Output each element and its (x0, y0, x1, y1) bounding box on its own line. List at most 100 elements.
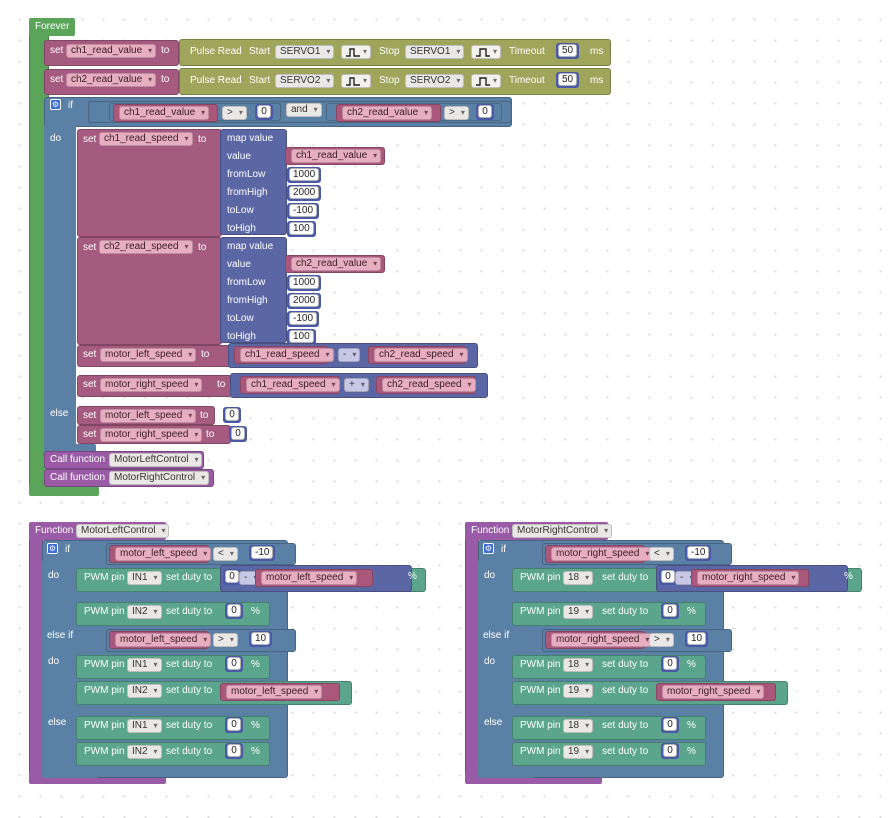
right-operand[interactable]: ch2_read_speed (374, 348, 468, 362)
falling-edge-dropdown[interactable] (341, 74, 371, 88)
falling-edge-dropdown[interactable] (341, 45, 371, 59)
variable-dropdown[interactable]: ch2_read_speed (99, 240, 193, 254)
zero-value-block[interactable]: 0 (225, 603, 243, 619)
duty-var[interactable]: motor_right_speed (662, 685, 765, 699)
zero-value-block[interactable]: 0 (661, 656, 679, 672)
compare-var-block[interactable]: motor_right_speed (545, 631, 654, 649)
timeout-value-block[interactable]: 50 (556, 72, 580, 88)
fromLow-value-block[interactable]: 1000 (287, 275, 322, 291)
variable-dropdown[interactable]: motor_left_speed (100, 348, 197, 362)
function-name-field[interactable]: MotorRightControl (512, 524, 613, 538)
zero-value-block[interactable]: 0 (659, 569, 677, 585)
fromLow-value[interactable]: 1000 (289, 168, 320, 181)
fromHigh-value-block[interactable]: 2000 (287, 185, 322, 201)
compare-var[interactable]: motor_right_speed (551, 547, 654, 561)
duty-var-block[interactable]: motor_left_speed (220, 683, 340, 701)
toHigh-value-block[interactable]: 100 (287, 329, 316, 345)
variable-dropdown[interactable]: motor_right_speed (100, 378, 203, 392)
toLow-value[interactable]: -100 (289, 204, 318, 217)
pwm-pin-dropdown[interactable]: IN1 (127, 571, 162, 585)
map-source-block[interactable]: ch1_read_value (285, 147, 385, 165)
function-name-field[interactable]: MotorLeftControl (76, 524, 170, 538)
right-number-block[interactable]: 0 (476, 104, 494, 120)
pulse-read-block[interactable] (179, 39, 611, 66)
gear-icon[interactable]: ⚙ (483, 543, 494, 554)
pwm-pin-dropdown[interactable]: 19 (563, 745, 594, 759)
compare-var-block[interactable]: motor_left_speed (109, 631, 212, 649)
fromHigh-value[interactable]: 2000 (289, 186, 320, 199)
threshold-block[interactable]: 10 (685, 631, 709, 647)
zero-value-block[interactable]: 0 (225, 743, 243, 759)
zero-value-block[interactable]: 0 (223, 407, 241, 423)
right-number[interactable]: 0 (478, 105, 492, 118)
right-variable[interactable]: ch2_read_value (342, 106, 433, 120)
fromHigh-value-block[interactable]: 2000 (287, 293, 322, 309)
pwm-pin-dropdown[interactable]: 18 (563, 719, 594, 733)
stop-pin-dropdown[interactable]: SERVO1 (405, 45, 465, 59)
and-dropdown[interactable]: and (286, 103, 322, 117)
fromLow-value[interactable]: 1000 (289, 276, 320, 289)
variable-dropdown[interactable]: ch1_read_speed (99, 132, 193, 146)
pwm-pin-dropdown[interactable]: IN1 (127, 719, 162, 733)
left-operand[interactable]: ch1_read_speed (240, 348, 334, 362)
pwm-pin-dropdown[interactable]: IN2 (127, 605, 162, 619)
pulse-read-block[interactable] (179, 68, 611, 95)
left-number-block[interactable]: 0 (255, 104, 273, 120)
variable-dropdown[interactable]: ch1_read_value (66, 44, 157, 58)
gear-icon[interactable]: ⚙ (50, 99, 61, 110)
arithmetic-operator-dropdown[interactable]: + (344, 378, 369, 392)
toHigh-value-block[interactable]: 100 (287, 221, 316, 237)
zero-value-block[interactable]: 0 (661, 603, 679, 619)
function-left-block[interactable] (29, 522, 43, 784)
start-pin-dropdown[interactable]: SERVO1 (275, 45, 335, 59)
zero-value[interactable]: 0 (663, 744, 677, 757)
right-operand-block[interactable]: ch2_read_speed (368, 346, 468, 364)
subtract-var-block[interactable]: motor_right_speed (691, 569, 809, 587)
pwm-pin-dropdown[interactable]: IN2 (127, 684, 162, 698)
variable-dropdown[interactable]: motor_left_speed (100, 409, 197, 423)
compare-var-block[interactable]: motor_right_speed (545, 545, 654, 563)
right-operand-block[interactable]: ch2_read_speed (376, 376, 476, 394)
function-right-block[interactable] (465, 522, 479, 784)
right-variable-block[interactable]: ch2_read_value (336, 104, 441, 122)
compare-var-block[interactable]: motor_left_speed (109, 545, 212, 563)
zero-value-block[interactable]: 0 (225, 717, 243, 733)
map-source[interactable]: ch1_read_value (291, 149, 382, 163)
left-operand-block[interactable]: ch1_read_speed (240, 376, 340, 394)
map-value-block[interactable] (220, 129, 287, 235)
threshold[interactable]: 10 (687, 632, 707, 645)
pwm-pin-dropdown[interactable]: IN1 (127, 658, 162, 672)
zero-value-block[interactable]: 0 (229, 426, 247, 442)
timeout-value[interactable]: 50 (558, 44, 578, 57)
zero-value-block[interactable]: 0 (225, 656, 243, 672)
timeout-value-block[interactable]: 50 (556, 43, 580, 59)
zero-value[interactable]: 0 (663, 604, 677, 617)
subtract-var-block[interactable]: motor_left_speed (255, 569, 373, 587)
rising-edge-dropdown[interactable] (471, 74, 501, 88)
operator-dropdown[interactable]: < (213, 547, 238, 561)
zero-value[interactable]: 0 (227, 718, 241, 731)
set-ch1-read-speed-block[interactable] (77, 129, 222, 237)
subtract-var[interactable]: motor_right_speed (697, 571, 800, 585)
toHigh-value[interactable]: 100 (289, 330, 314, 343)
zero-value[interactable]: 0 (661, 570, 675, 583)
left-operand-block[interactable]: ch1_read_speed (234, 346, 334, 364)
pwm-pin-dropdown[interactable]: 18 (563, 658, 594, 672)
threshold-block[interactable]: -10 (249, 545, 276, 561)
toHigh-value[interactable]: 100 (289, 222, 314, 235)
pwm-pin-dropdown[interactable]: 19 (563, 605, 594, 619)
zero-value[interactable]: 0 (663, 657, 677, 670)
left-variable[interactable]: ch1_read_value (119, 106, 210, 120)
stop-pin-dropdown[interactable]: SERVO2 (405, 74, 465, 88)
threshold-block[interactable]: 10 (249, 631, 273, 647)
compare-var[interactable]: motor_left_speed (115, 547, 212, 561)
zero-value-block[interactable]: 0 (661, 743, 679, 759)
zero-value[interactable]: 0 (225, 570, 239, 583)
operator-dropdown[interactable]: < (649, 547, 674, 561)
toLow-value[interactable]: -100 (289, 312, 318, 325)
right-operand[interactable]: ch2_read_speed (382, 378, 476, 392)
duty-var-block[interactable]: motor_right_speed (656, 683, 776, 701)
function-name-dropdown[interactable]: MotorRightControl (109, 471, 210, 485)
zero-value[interactable]: 0 (225, 408, 239, 421)
toLow-value-block[interactable]: -100 (287, 203, 320, 219)
